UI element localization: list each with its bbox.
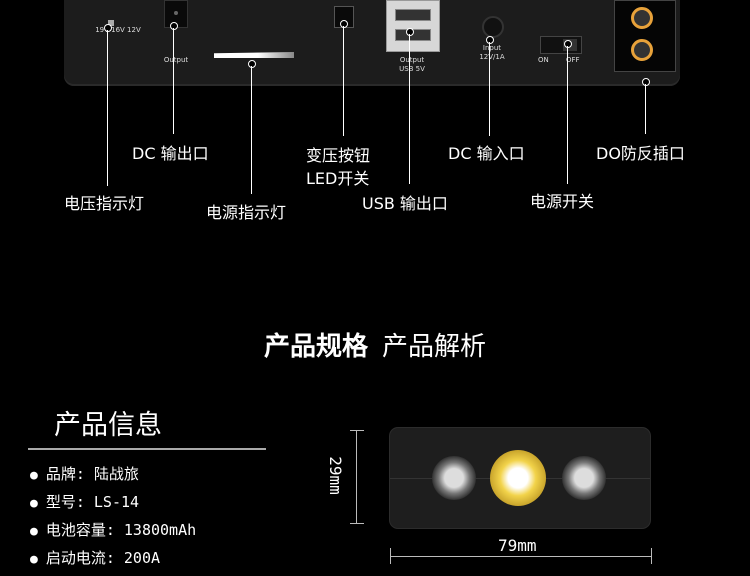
dim-width-label: 79mm <box>498 536 537 555</box>
dim-width-line <box>390 556 652 557</box>
callout-line <box>251 66 252 194</box>
label-dc-output: DC 输出口 <box>132 144 209 163</box>
label-led-switch: LED开关 <box>306 169 370 188</box>
callout-dot <box>564 40 572 48</box>
dim-tick <box>390 548 391 564</box>
section-title-light: 产品解析 <box>382 332 487 362</box>
dim-tick <box>651 548 652 564</box>
power-indicator-strip <box>214 52 294 58</box>
callout-line <box>173 28 174 134</box>
callout-line <box>489 42 490 136</box>
voltage-led <box>108 20 114 26</box>
callout-line <box>567 46 568 184</box>
callout-line <box>645 84 646 134</box>
callout-dot <box>340 20 348 28</box>
power-switch <box>540 36 582 54</box>
do-socket <box>614 0 676 72</box>
dc-output-print: Output <box>163 56 189 64</box>
label-power-switch: 电源开关 <box>530 192 595 211</box>
callout-dot <box>170 22 178 30</box>
usb-output-ports <box>386 0 440 52</box>
callout-dot <box>486 36 494 44</box>
usb-output-print: Output USB 5V <box>399 56 425 73</box>
label-usb-output: USB 输出口 <box>362 194 448 213</box>
lamp-left-icon <box>432 456 476 500</box>
callout-dot <box>104 24 112 32</box>
info-divider <box>28 448 266 450</box>
lamp-right-icon <box>562 456 606 500</box>
dim-height-line <box>356 430 357 524</box>
switch-off-label: OFF <box>566 56 580 64</box>
info-item: 电池容量: 13800mAh <box>30 519 196 540</box>
voltage-marks: 19V 16V 12V <box>95 26 141 34</box>
callout-line <box>107 30 108 186</box>
section-title: 产品规格产品解析 <box>0 326 750 363</box>
callout-dot <box>642 78 650 86</box>
callout-dot <box>248 60 256 68</box>
do-port-icon <box>631 7 653 29</box>
label-do-socket: DO防反插口 <box>596 144 685 163</box>
info-item: 型号: LS-14 <box>30 491 139 512</box>
section-title-bold: 产品规格 <box>263 332 368 362</box>
dim-tick <box>350 523 364 524</box>
dim-height-label: 29mm <box>325 456 345 495</box>
label-dc-input: DC 输入口 <box>448 144 525 163</box>
info-title: 产品信息 <box>54 410 162 441</box>
callout-dot <box>406 28 414 36</box>
do-port-icon <box>631 39 653 61</box>
callout-line <box>409 34 410 184</box>
led-light-icon <box>490 450 546 506</box>
dc-input-port <box>482 16 504 38</box>
label-power-indicator: 电源指示灯 <box>206 203 287 222</box>
info-item: 品牌: 陆战旅 <box>30 463 139 484</box>
label-voltage-button: 变压按钮 <box>306 146 371 165</box>
label-voltage-indicator: 电压指示灯 <box>64 194 145 213</box>
callout-line <box>343 26 344 136</box>
info-item: 启动电流: 200A <box>30 547 160 568</box>
device-front <box>390 428 650 528</box>
switch-on-label: ON <box>538 56 549 64</box>
dc-input-print: Input 12V/1A <box>479 44 505 61</box>
device-top-panel: 19V 16V 12V Output Output USB 5V Input 1… <box>64 0 680 86</box>
dim-tick <box>350 430 364 431</box>
